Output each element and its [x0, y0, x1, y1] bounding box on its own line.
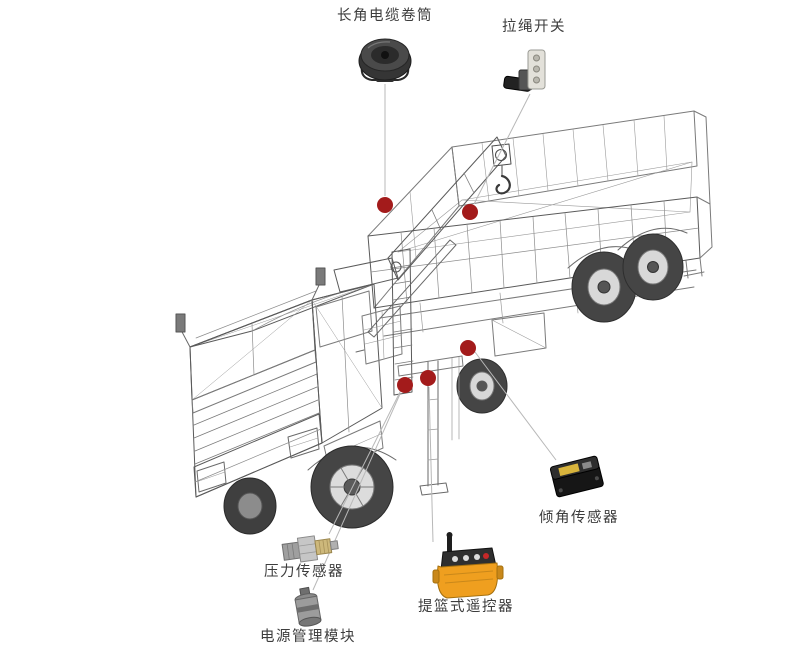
marker-tilt-sensor-position	[460, 340, 476, 356]
label-tilt-sensor: 倾角传感器	[539, 510, 619, 526]
label-cable-reel: 长角电缆卷筒	[337, 8, 433, 24]
component-icons	[281, 38, 604, 627]
truck-front-far-wheel	[223, 477, 277, 535]
label-pressure-sensor: 压力传感器	[264, 564, 344, 580]
marker-remote-position	[420, 370, 436, 386]
leader-line-pull-switch	[473, 93, 531, 205]
truck-mid-wheel	[456, 358, 508, 414]
leader-lines	[312, 84, 557, 591]
label-pull-switch: 拉绳开关	[502, 19, 566, 35]
label-remote-control: 提篮式遥控器	[418, 599, 514, 615]
leader-line-remote-control	[428, 386, 434, 543]
leader-line-tilt-sensor	[474, 351, 557, 461]
marker-pressure-sensor-position	[397, 377, 413, 393]
tilt-sensor-icon	[549, 455, 604, 498]
pressure-sensor-icon	[281, 535, 339, 563]
truck-illustration	[175, 110, 713, 535]
pull-switch-icon	[503, 49, 546, 92]
truck-crane	[333, 136, 512, 496]
marker-pull-switch-position	[462, 204, 478, 220]
truck-cab	[175, 267, 403, 498]
leader-line-pressure-sensor	[328, 389, 402, 535]
leader-line-power-module	[312, 393, 401, 591]
power-module-icon	[294, 586, 322, 627]
marker-cable-reel-position	[377, 197, 393, 213]
cable-reel-icon	[358, 38, 412, 82]
truck-bed	[367, 110, 713, 357]
truck-rear-wheels	[571, 233, 684, 323]
label-power-module: 电源管理模块	[260, 629, 356, 645]
position-markers	[377, 197, 478, 393]
remote-control-icon	[432, 532, 504, 599]
